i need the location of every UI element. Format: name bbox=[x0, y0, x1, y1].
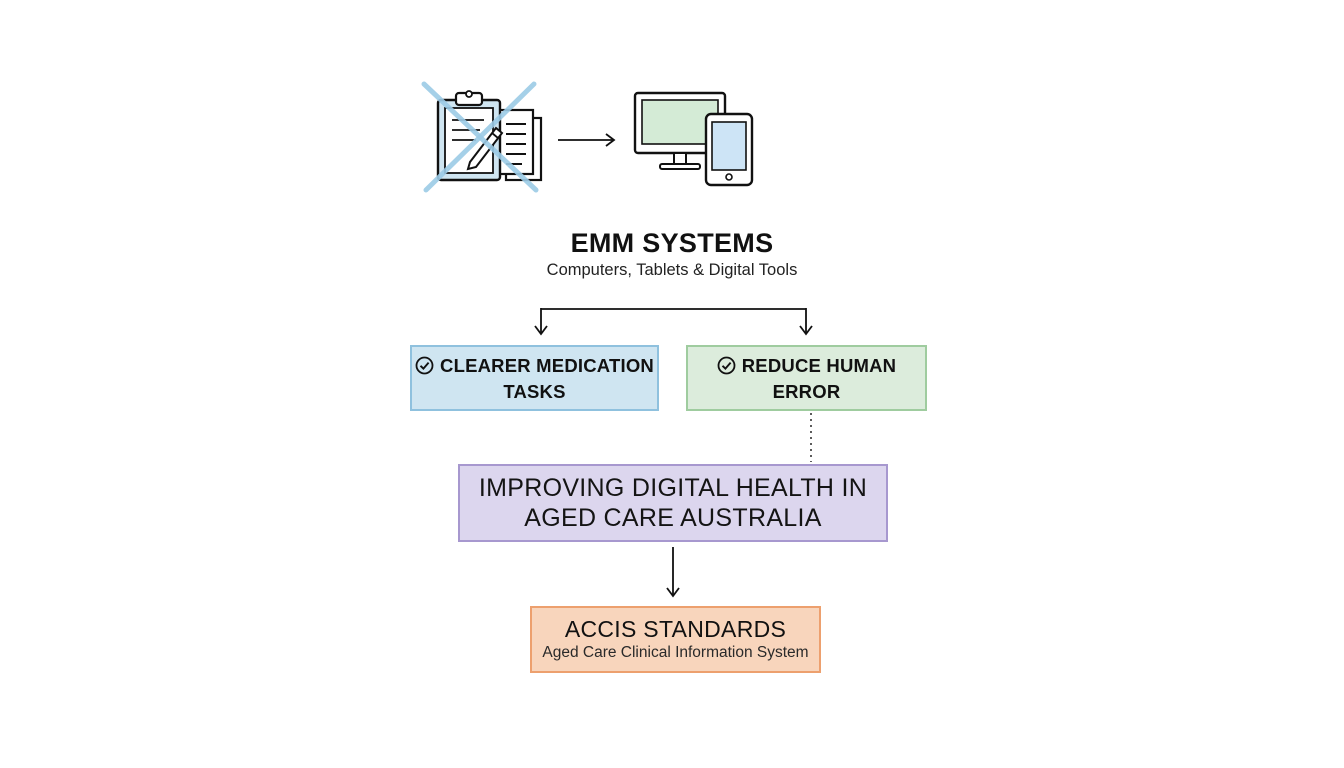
outcome-box: IMPROVING DIGITAL HEALTH IN AGED CARE AU… bbox=[458, 464, 888, 542]
benefit-label: CLEARER MEDICATION TASKS bbox=[415, 354, 654, 403]
desktop-and-tablet-icon bbox=[632, 90, 756, 188]
standards-box: ACCIS STANDARDS Aged Care Clinical Infor… bbox=[530, 606, 821, 673]
benefit-label-line1: REDUCE HUMAN bbox=[741, 354, 897, 376]
benefit-box-reduce-error: REDUCE HUMAN ERROR bbox=[686, 345, 927, 411]
branch-right-arrowhead bbox=[799, 325, 813, 336]
benefit-label-line2: ERROR bbox=[772, 380, 841, 402]
crossed-out-clipboard-icon bbox=[418, 78, 548, 196]
check-circle-icon bbox=[717, 356, 736, 380]
arrow-right-icon bbox=[556, 130, 620, 150]
outcome-line1: IMPROVING DIGITAL HEALTH IN bbox=[478, 474, 868, 502]
diagram-subtitle: Computers, Tablets & Digital Tools bbox=[546, 261, 798, 279]
benefit-label-line1: CLEARER MEDICATION bbox=[440, 354, 654, 376]
outcome-down-arrowhead bbox=[666, 587, 680, 598]
check-circle-icon bbox=[415, 356, 434, 380]
branch-left-arrowhead bbox=[534, 325, 548, 336]
outcome-line2: AGED CARE AUSTRALIA bbox=[524, 504, 822, 532]
standards-title: ACCIS STANDARDS bbox=[564, 616, 787, 642]
benefit-label: REDUCE HUMAN ERROR bbox=[717, 354, 897, 403]
outcome-label: IMPROVING DIGITAL HEALTH IN AGED CARE AU… bbox=[479, 473, 867, 533]
clipboard-svg bbox=[421, 81, 543, 193]
diagram-title: EMM SYSTEMS bbox=[570, 228, 774, 258]
benefit-label-line2: TASKS bbox=[503, 380, 566, 402]
benefit-box-clearer-medication: CLEARER MEDICATION TASKS bbox=[410, 345, 659, 411]
standards-subtitle: Aged Care Clinical Information System bbox=[542, 644, 809, 661]
